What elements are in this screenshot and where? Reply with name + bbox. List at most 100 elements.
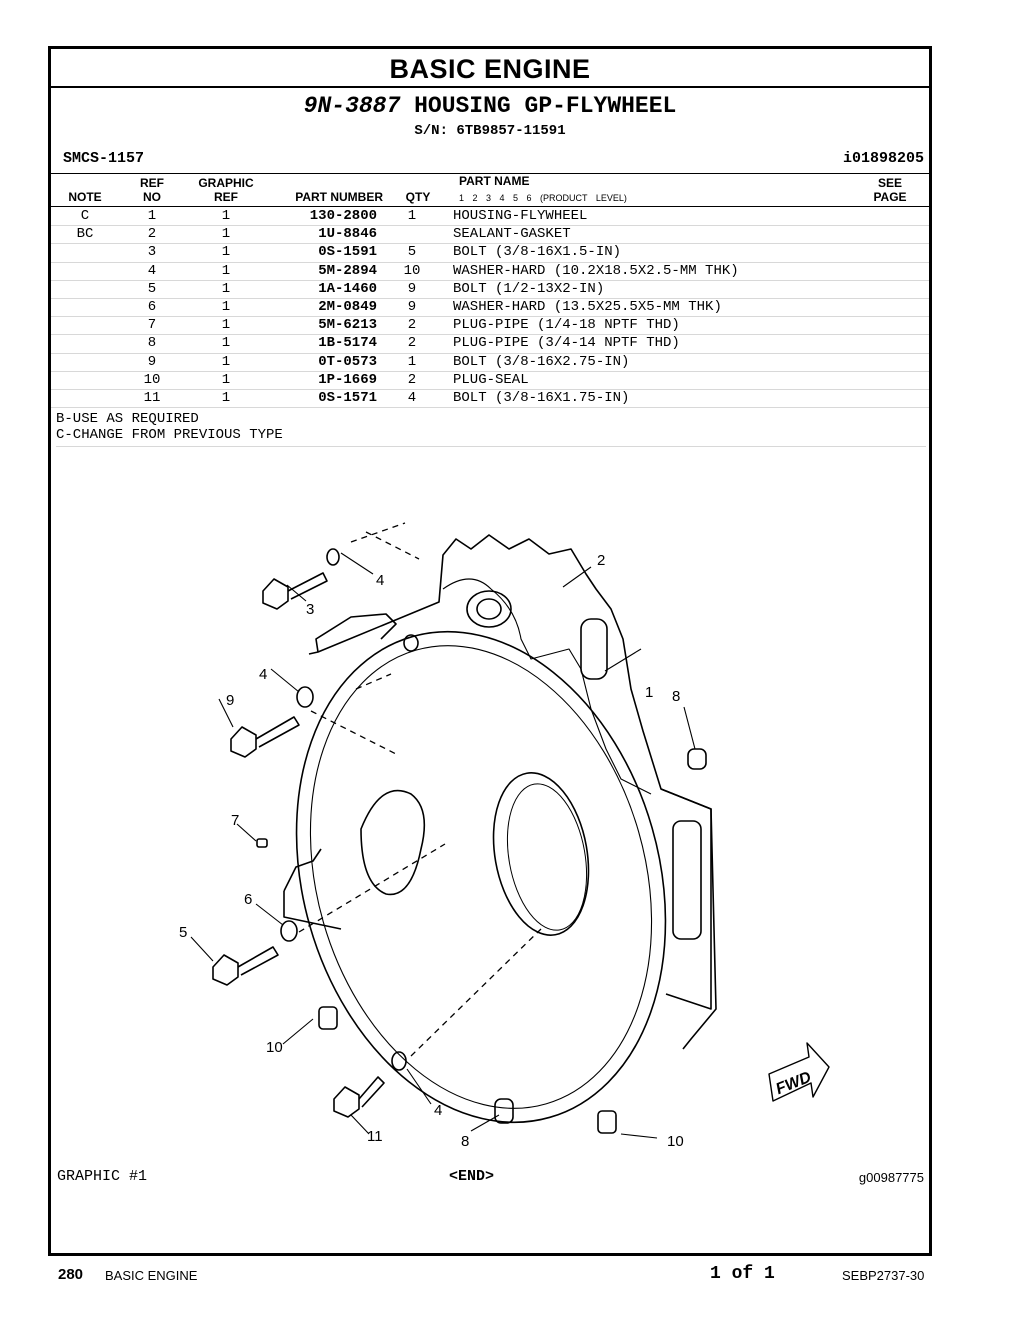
cell-qty: 2 <box>383 371 441 390</box>
col-ref-no: REF NO <box>119 176 185 204</box>
cell-ref: 4 <box>119 262 185 281</box>
cell-part-number: 1U-8846 <box>267 225 383 245</box>
leader-line <box>236 823 257 842</box>
callout-label: 2 <box>597 552 605 569</box>
col-part-name: PART NAME <box>459 174 530 188</box>
cell-graphic: 1 <box>185 334 267 354</box>
right-pad <box>660 788 712 1010</box>
cell-ref: 6 <box>119 298 185 318</box>
callout-label: 11 <box>367 1128 383 1145</box>
cell-part-number: 1A-1460 <box>267 280 383 299</box>
cell-ref: 7 <box>119 316 185 336</box>
cell-ref: 5 <box>119 280 185 299</box>
cell-name: HOUSING-FLYWHEEL <box>441 208 929 227</box>
cell-qty: 9 <box>383 298 441 318</box>
leader-line <box>683 706 696 750</box>
callout-label: 10 <box>667 1133 684 1149</box>
note-line: C-CHANGE FROM PREVIOUS TYPE <box>56 427 283 443</box>
cell-part-number: 0S-1571 <box>267 389 383 409</box>
cell-graphic: 1 <box>185 298 267 318</box>
cell-note <box>51 389 119 409</box>
fwd-arrow <box>768 1042 830 1102</box>
graphic-id: g00987775 <box>858 1170 924 1185</box>
cell-part-number: 1P-1669 <box>267 371 383 390</box>
housing-flange-inner <box>309 645 653 1109</box>
cell-qty: 9 <box>383 280 441 299</box>
cell-graphic: 1 <box>185 243 267 263</box>
leader-line <box>350 1114 370 1135</box>
illustration-id: i01898205 <box>842 150 924 167</box>
right-pad-window <box>672 820 702 940</box>
cell-name: PLUG-SEAL <box>441 371 929 390</box>
col-graphic-ref: GRAPHIC REF <box>185 176 267 204</box>
leader-line <box>270 668 300 693</box>
cell-note <box>51 262 119 281</box>
callout-label: 3 <box>306 601 314 618</box>
cell-ref: 11 <box>119 389 185 409</box>
cell-graphic: 1 <box>185 225 267 245</box>
bolt-3 <box>262 548 340 610</box>
housing-inner-edge <box>442 578 652 795</box>
footer-page-number: 280 <box>58 1266 84 1283</box>
footer-document: SEBP2737-30 <box>842 1268 925 1283</box>
exploded-diagram: 1 2 3 4 4 4 5 6 7 8 8 9 10 10 11 FWD <box>179 522 830 1149</box>
col-ref-no-top: REF <box>140 176 164 190</box>
starter-opening <box>360 789 426 896</box>
cell-qty <box>383 225 441 245</box>
leader-line <box>470 1114 500 1132</box>
cell-qty: 10 <box>383 262 441 281</box>
upper-pad-edge <box>315 613 397 653</box>
cell-name: PLUG-PIPE (1/4-18 NPTF THD) <box>441 316 929 336</box>
cell-qty: 2 <box>383 316 441 336</box>
cell-qty: 1 <box>383 208 441 227</box>
smcs-code: SMCS-1157 <box>63 150 145 167</box>
leader-line <box>190 936 214 962</box>
lower-pad-base <box>283 891 342 930</box>
cell-graphic: 1 <box>185 371 267 390</box>
page-frame: BASIC ENGINE 9N-3887 HOUSING GP-FLYWHEEL… <box>48 46 932 1256</box>
cell-ref: 8 <box>119 334 185 354</box>
header-divider <box>51 173 929 174</box>
cell-name: WASHER-HARD (13.5X25.5X5-MM THK) <box>441 298 929 318</box>
central-bore-inner <box>506 783 588 931</box>
callout-label: 10 <box>266 1039 283 1056</box>
group-title: 9N-3887 HOUSING GP-FLYWHEEL <box>51 93 929 119</box>
cell-name: BOLT (3/8-16X2.75-IN) <box>441 353 929 372</box>
cell-graphic: 1 <box>185 262 267 281</box>
central-bore <box>492 772 590 936</box>
cell-note <box>51 353 119 372</box>
graphic-label: GRAPHIC #1 <box>57 1168 148 1185</box>
col-ref-no-bottom: NO <box>143 190 161 204</box>
col-part-number: PART NUMBER <box>295 190 383 204</box>
plug-7 <box>256 838 268 848</box>
footer-section: BASIC ENGINE <box>105 1268 198 1283</box>
housing-body-outline <box>308 534 717 1050</box>
product-levels: 1 2 3 4 5 6 (PRODUCT LEVEL) <box>459 193 627 203</box>
leader-line <box>620 1133 658 1139</box>
callout-label: 5 <box>179 924 187 941</box>
cell-note <box>51 280 119 299</box>
cell-note: C <box>51 208 119 227</box>
cell-part-number: 1B-5174 <box>267 334 383 354</box>
cell-name: SEALANT-GASKET <box>441 225 929 245</box>
cell-qty: 5 <box>383 243 441 263</box>
cell-part-number: 5M-6213 <box>267 316 383 336</box>
cell-name: BOLT (3/8-16X1.5-IN) <box>441 243 929 263</box>
cell-note <box>51 243 119 263</box>
washer-4 <box>403 634 419 652</box>
washer-6 <box>280 920 298 942</box>
assembly-line <box>310 710 397 755</box>
serial-range: S/N: 6TB9857-11591 <box>414 123 566 139</box>
leader-line <box>406 1068 432 1105</box>
callout-label: 8 <box>461 1133 469 1149</box>
callout-label: 7 <box>231 812 239 829</box>
cell-graphic: 1 <box>185 208 267 227</box>
assembly-line <box>350 522 406 543</box>
plug-8 <box>494 1098 514 1124</box>
cell-part-number: 2M-0849 <box>267 298 383 318</box>
